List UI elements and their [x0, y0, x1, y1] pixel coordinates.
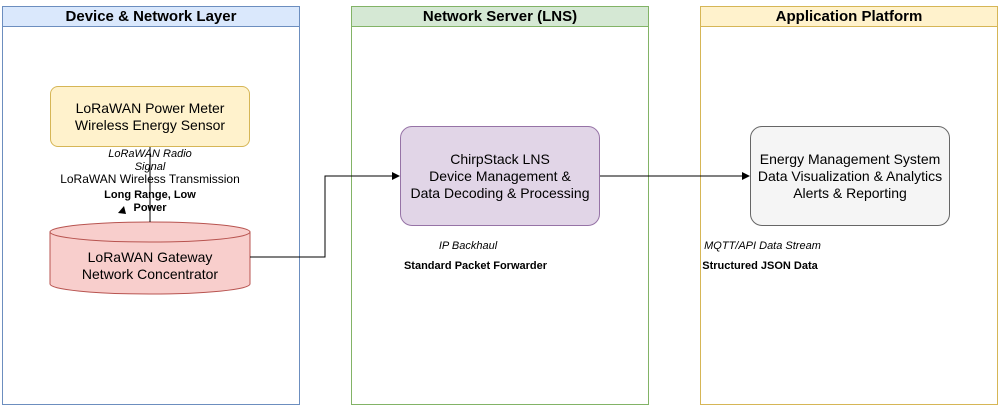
power-meter-title: LoRaWAN Power Meter — [75, 99, 225, 116]
lns-line-3: Data Decoding & Processing — [410, 184, 590, 201]
ip-backhaul-label: IP Backhaul — [438, 240, 498, 252]
power-meter-node[interactable]: LoRaWAN Power Meter Wireless Energy Sens… — [50, 86, 250, 147]
gateway-title: LoRaWAN Gateway — [87, 249, 213, 265]
lane-title-lns: Network Server (LNS) — [352, 7, 648, 27]
packet-forwarder-label: Standard Packet Forwarder — [403, 260, 548, 272]
lane-title-app: Application Platform — [701, 7, 997, 27]
lane-device-network: Device & Network Layer — [2, 6, 300, 405]
gateway-subtitle: Network Concentrator — [81, 266, 219, 282]
mqtt-stream-label: MQTT/API Data Stream — [704, 240, 821, 252]
ems-line-2: Data Visualization & Analytics — [757, 167, 943, 184]
energy-management-node[interactable]: Energy Management System Data Visualizat… — [750, 126, 950, 226]
lane-title-device: Device & Network Layer — [3, 7, 299, 27]
gateway-node[interactable]: LoRaWAN Gateway Network Concentrator — [50, 232, 250, 294]
radio-signal-line-1: LoRaWAN Radio — [108, 148, 192, 160]
power-meter-subtitle: Wireless Energy Sensor — [74, 116, 226, 133]
ems-title: Energy Management System — [759, 150, 941, 167]
long-range-line-2: Power — [133, 202, 167, 214]
lns-title: ChirpStack LNS — [450, 150, 550, 167]
chirpstack-lns-node[interactable]: ChirpStack LNS Device Management & Data … — [400, 126, 600, 226]
long-range-label: Long Range, Low Power — [95, 189, 205, 215]
radio-signal-label: LoRaWAN Radio Signal — [95, 148, 205, 174]
json-data-label: Structured JSON Data — [702, 260, 818, 272]
lane-application-platform: Application Platform — [700, 6, 998, 405]
ems-line-3: Alerts & Reporting — [793, 184, 907, 201]
lns-line-2: Device Management & — [429, 167, 571, 184]
wireless-transmission-label: LoRaWAN Wireless Transmission — [60, 172, 240, 186]
long-range-line-1: Long Range, Low — [104, 189, 196, 201]
